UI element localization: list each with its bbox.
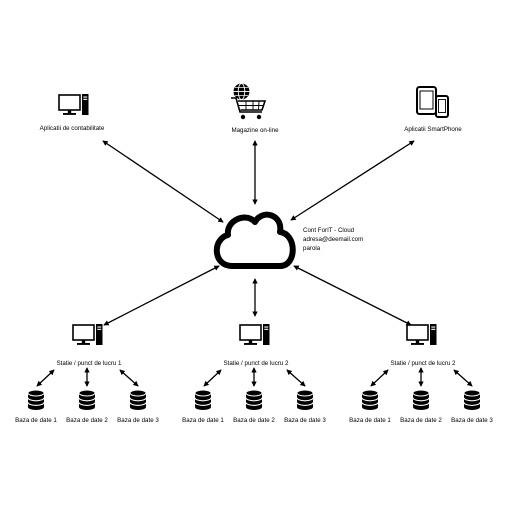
link-station-3-db-1	[370, 369, 389, 387]
database-2-3: Baza de date 3	[284, 389, 326, 424]
link-cloud-phone	[290, 140, 415, 221]
database-label: Baza de date 3	[284, 417, 326, 424]
node-accounting-apps: Aplicatii de contabilitate	[40, 93, 105, 132]
database-2-2: Baza de date 2	[233, 389, 275, 424]
database-label: Baza de date 3	[451, 417, 493, 424]
database-3-2: Baza de date 2	[400, 389, 442, 424]
database-icon	[412, 389, 430, 411]
link-station-1-db-3	[119, 369, 139, 387]
node-smartphone-apps: Aplicatii SmartPhone	[404, 86, 462, 133]
desktop-computer-icon	[72, 323, 104, 346]
tablet-smartphone-icon	[416, 86, 449, 118]
database-icon	[361, 389, 379, 411]
database-label: Baza de date 2	[400, 417, 442, 424]
link-station-1-db-1	[36, 369, 55, 387]
cloud-account-password: parola	[303, 245, 321, 252]
link-station-2-db-1	[203, 369, 222, 387]
desktop-computer-icon	[239, 323, 271, 346]
station-2-label: Statie / punct de lucru 2	[223, 360, 289, 367]
database-icon	[78, 389, 96, 411]
database-icon	[27, 389, 45, 411]
desktop-computer-icon	[406, 323, 438, 346]
cloud-icon	[213, 211, 296, 269]
link-cloud-station-3	[293, 265, 412, 326]
station-3: Statie / punct de lucru 2 Baza de date 1…	[349, 323, 493, 424]
smartphone-apps-label: Aplicatii SmartPhone	[404, 126, 462, 133]
shopping-cart-globe-icon	[231, 83, 267, 120]
database-label: Baza de date 3	[117, 417, 159, 424]
database-1-2: Baza de date 2	[66, 389, 108, 424]
database-icon	[245, 389, 263, 411]
cloud-node: Cont ForIT - Cloud adresa@deemail.com pa…	[213, 211, 363, 269]
connectors	[36, 140, 473, 387]
station-1-label: Statie / punct de lucru 1	[56, 360, 122, 367]
database-label: Baza de date 2	[233, 417, 275, 424]
link-station-2-db-3	[286, 369, 306, 387]
link-cloud-station-1	[103, 265, 220, 326]
link-station-3-db-3	[453, 369, 473, 387]
database-label: Baza de date 1	[15, 417, 57, 424]
station-1: Statie / punct de lucru 1 Baza de date 1…	[15, 323, 159, 424]
database-icon	[194, 389, 212, 411]
database-icon	[296, 389, 314, 411]
cloud-account-email: adresa@deemail.com	[303, 236, 363, 243]
database-label: Baza de date 1	[182, 417, 224, 424]
cloud-account-name: Cont ForIT - Cloud	[303, 227, 355, 234]
database-icon	[463, 389, 481, 411]
accounting-apps-label: Aplicatii de contabilitate	[40, 125, 105, 132]
database-label: Baza de date 2	[66, 417, 108, 424]
station-3-label: Statie / punct de lucru 2	[390, 360, 456, 367]
station-2: Statie / punct de lucru 2 Baza de date 1…	[182, 323, 326, 424]
node-online-shop: Magazine on-line	[231, 83, 279, 134]
database-2-1: Baza de date 1	[182, 389, 224, 424]
database-label: Baza de date 1	[349, 417, 391, 424]
database-1-3: Baza de date 3	[117, 389, 159, 424]
desktop-computer-icon	[58, 93, 90, 116]
online-shop-label: Magazine on-line	[231, 127, 279, 134]
database-3-3: Baza de date 3	[451, 389, 493, 424]
database-icon	[129, 389, 147, 411]
database-1-1: Baza de date 1	[15, 389, 57, 424]
link-cloud-accounting	[102, 140, 224, 223]
database-3-1: Baza de date 1	[349, 389, 391, 424]
